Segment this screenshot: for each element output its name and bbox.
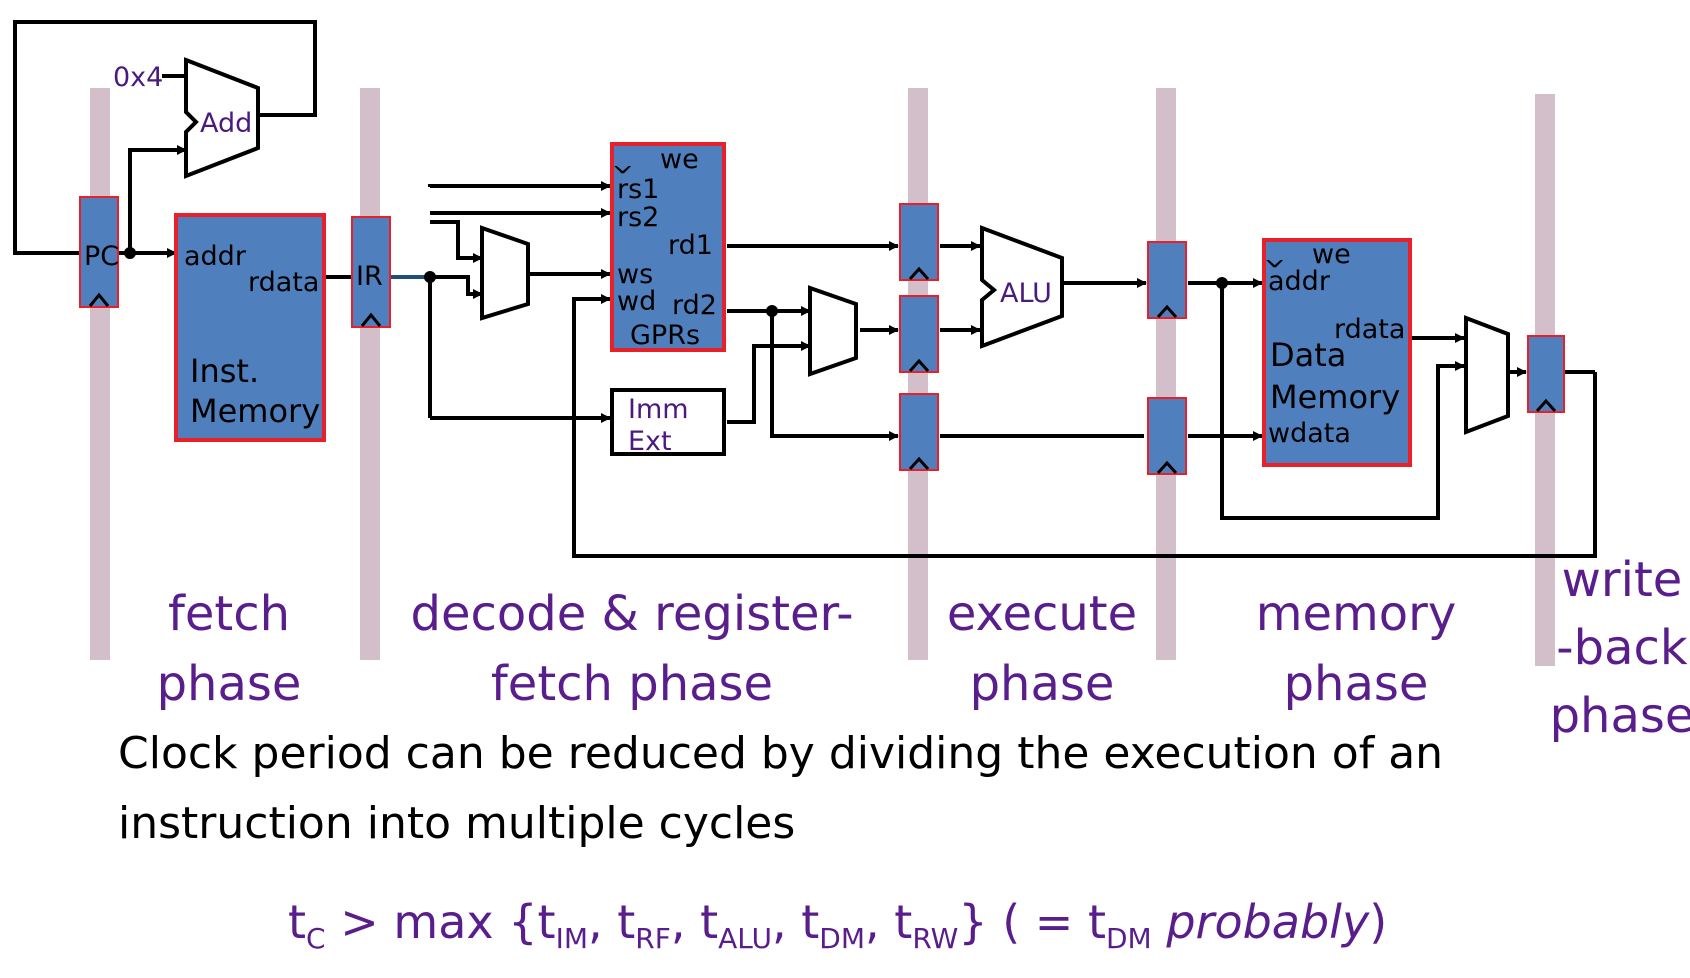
gpr-rd2-label: rd2 (672, 290, 717, 321)
ir-clock-icon (360, 312, 382, 327)
phase-memory-line2: phase (1284, 656, 1429, 712)
alu (980, 225, 1064, 349)
pc-label: PC (84, 241, 119, 272)
phase-writeback-line2: -back (1556, 620, 1688, 676)
dmem-addr-label: addr (1268, 266, 1331, 297)
imm-ext-line1: Imm (628, 394, 689, 425)
dmem-clock-icon: ^ (1263, 241, 1286, 272)
phase-writeback-line1: write (1562, 552, 1683, 608)
junctions (124, 247, 1228, 317)
constant-four: 0x4 (113, 62, 163, 93)
phase-decode-line2: fetch phase (491, 656, 773, 712)
writeback-mux (1464, 315, 1510, 435)
imm-ext (610, 388, 726, 456)
gpr-name: GPRs (630, 320, 700, 351)
adder-label: Add (200, 108, 252, 139)
gpr-rd1-label: rd1 (668, 230, 713, 261)
imm-ext-line2: Ext (628, 426, 672, 457)
pipeline-bar-4 (1156, 88, 1176, 660)
pipeline-bar-1 (90, 88, 110, 660)
mem-register-b-clock-icon (1156, 460, 1178, 475)
pipeline-bar-2 (360, 88, 380, 660)
pipeline-bar-3 (908, 88, 928, 660)
dmem-name-line1: Data (1270, 336, 1346, 374)
alu-label: ALU (1000, 278, 1052, 309)
caption-line2: instruction into multiple cycles (118, 798, 795, 849)
wires (13, 20, 1597, 558)
gpr-clock-icon: ^ (611, 147, 634, 178)
imem-addr-label: addr (184, 241, 247, 272)
ir-label: IR (356, 261, 383, 292)
imem-name-line1: Inst. (190, 352, 259, 390)
phase-decode-line1: decode & register- (410, 586, 853, 642)
pc-register (79, 196, 119, 308)
phase-execute-line1: execute (947, 586, 1137, 642)
ir-register (351, 216, 391, 328)
phase-execute-line2: phase (970, 656, 1115, 712)
ex-register-c-clock-icon (908, 456, 930, 471)
dmem-rdata-label: rdata (1334, 314, 1405, 345)
adder (184, 57, 260, 179)
gpr-rs1-label: rs1 (617, 174, 659, 205)
pc-clock-icon (88, 292, 110, 307)
gpr-file (610, 142, 726, 352)
phase-fetch-line1: fetch (168, 586, 290, 642)
gpr-rs2-label: rs2 (617, 202, 659, 233)
dmem-we-label: we (1312, 239, 1351, 270)
imem-name-line2: Memory (190, 392, 320, 430)
wb-register-clock-icon (1535, 398, 1557, 413)
gpr-we-label: we (660, 144, 699, 175)
imem-rdata-label: rdata (248, 267, 319, 298)
data-memory (1262, 238, 1412, 467)
gpr-wd-label: wd (617, 286, 656, 317)
caption-line1: Clock period can be reduced by dividing … (118, 728, 1443, 779)
dmem-name-line2: Memory (1270, 378, 1400, 416)
phase-memory-line1: memory (1256, 586, 1457, 642)
ex-register-b-clock-icon (908, 358, 930, 373)
ws-mux (480, 225, 530, 321)
dmem-wdata-label: wdata (1268, 418, 1351, 449)
operand-mux (808, 285, 858, 377)
instruction-memory (174, 213, 326, 442)
clock-period-formula: tC > max {tIM, tRF, tALU, tDM, tRW} ( = … (288, 895, 1387, 955)
mem-register-a-clock-icon (1156, 304, 1178, 319)
phase-fetch-line2: phase (157, 656, 302, 712)
ex-register-a-clock-icon (908, 266, 930, 281)
phase-writeback-line3: phase (1550, 688, 1690, 744)
gpr-ws-label: ws (617, 259, 653, 290)
